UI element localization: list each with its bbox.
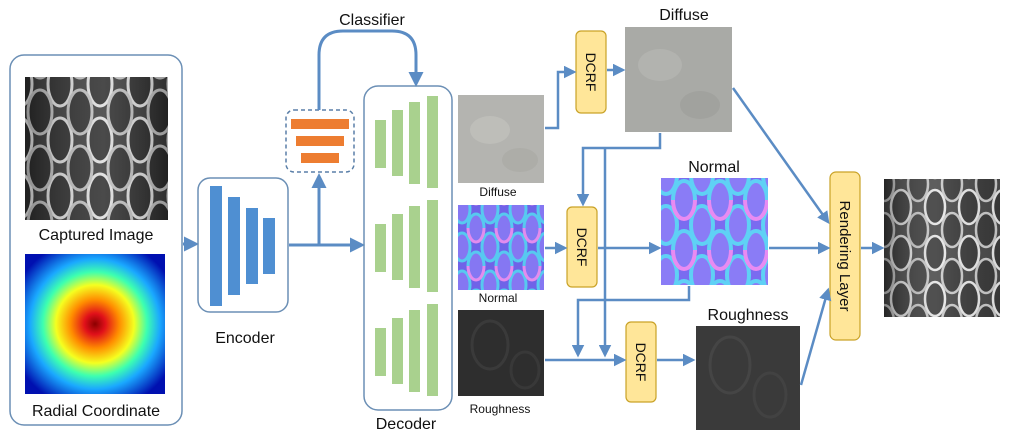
arrow-diffuse-to-dcrf (545, 65, 577, 130)
decoder-branch-diffuse (375, 96, 438, 188)
encoder-frame (197, 177, 289, 313)
decoder-normal-map (458, 205, 544, 290)
refined-normal-label: Normal (688, 159, 740, 176)
encoder-block (228, 197, 240, 295)
radial-coordinate-label: Radial Coordinate (32, 403, 160, 420)
rendered-image (884, 179, 1000, 317)
classifier-block (291, 119, 349, 129)
decoder-branch-normal (375, 200, 438, 292)
classifier-label: Classifier (339, 12, 405, 29)
encoder-label: Encoder (215, 330, 275, 347)
encoder-block (246, 208, 258, 284)
classifier-frame (285, 109, 355, 173)
refined-diffuse-label: Diffuse (659, 7, 709, 24)
refined-diffuse-map (625, 27, 732, 132)
captured-image (25, 77, 168, 220)
decoder-branch-roughness (375, 304, 438, 396)
refined-roughness-map (696, 326, 800, 430)
classifier-block (296, 136, 344, 146)
dcrf-roughness-label: DCRF (633, 343, 649, 382)
arrow-diffuse-guide-normal (576, 133, 662, 207)
refined-roughness-label: Roughness (708, 307, 789, 324)
rendering-layer-box (829, 171, 861, 341)
arrow-classifier-to-decoder (317, 29, 424, 110)
rendering-layer-label: Rendering Layer (836, 201, 853, 312)
dcrf-normal-label: DCRF (574, 228, 590, 267)
decoder-normal-label: Normal (479, 291, 518, 305)
dcrf-diffuse-label: DCRF (583, 53, 599, 92)
encoder-block (210, 186, 222, 306)
decoder-roughness-map (458, 310, 544, 396)
decoder-roughness-label: Roughness (470, 402, 531, 416)
decoder-label: Decoder (376, 416, 437, 431)
refined-normal-map (661, 178, 768, 285)
decoder-diffuse-map (458, 95, 544, 183)
radial-coordinate-image (25, 254, 165, 394)
decoder-diffuse-label: Diffuse (479, 185, 516, 199)
arrow-diffuse-to-render (731, 87, 830, 225)
arrow-roughness-to-render (799, 287, 832, 386)
arrow-normal-guide-roughness (571, 286, 691, 358)
captured-image-label: Captured Image (39, 227, 154, 244)
classifier-block (301, 153, 339, 163)
input-panel-frame (9, 54, 183, 426)
decoder-frame (363, 85, 453, 411)
encoder-block (263, 218, 275, 274)
